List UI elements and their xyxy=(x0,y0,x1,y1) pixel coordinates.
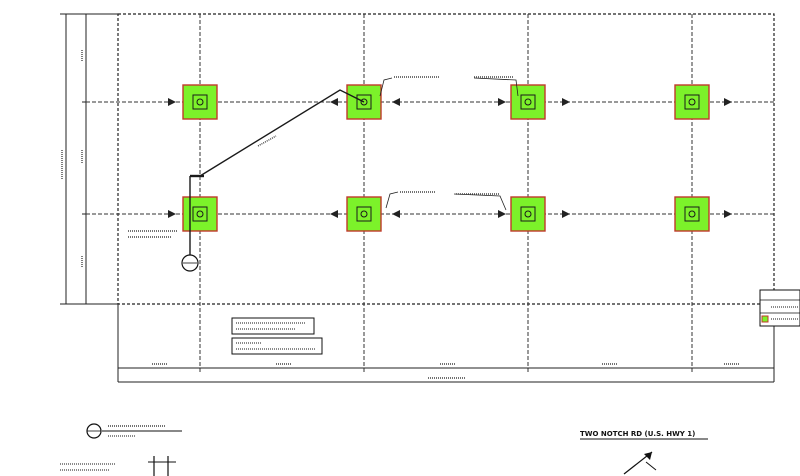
arrow-marker xyxy=(392,98,400,106)
arrow-marker xyxy=(168,210,176,218)
anchor-bolt-icon xyxy=(360,210,368,218)
callout-leaders xyxy=(379,77,519,211)
leader-line xyxy=(473,77,519,97)
arrow-marker xyxy=(498,98,506,106)
footing-square xyxy=(182,196,218,232)
diagonal-conduit-line xyxy=(199,89,365,177)
footing-pad xyxy=(346,196,382,232)
footing-pier xyxy=(356,206,372,222)
legend-footing-swatch xyxy=(761,315,769,323)
arrow-marker xyxy=(392,210,400,218)
callout-text-marks xyxy=(61,50,514,268)
footing-square xyxy=(182,84,218,120)
grid-arrows xyxy=(168,98,732,218)
note-box xyxy=(231,317,315,335)
footing-pad xyxy=(674,84,710,120)
footing-pier xyxy=(356,94,372,110)
illegible-text xyxy=(257,135,277,147)
footing-square xyxy=(346,84,382,120)
anchor-bolt-icon xyxy=(524,210,532,218)
footing-pad xyxy=(674,196,710,232)
north-arrow-head xyxy=(644,452,652,460)
north-arrow-tick xyxy=(645,461,657,471)
footing-pier xyxy=(684,206,700,222)
footing-square xyxy=(674,196,710,232)
footing-pier xyxy=(520,206,536,222)
footing-square xyxy=(674,84,710,120)
arrow-marker xyxy=(330,98,338,106)
footing-pier xyxy=(684,94,700,110)
arrow-marker xyxy=(562,210,570,218)
note-box xyxy=(231,337,323,355)
arrow-marker xyxy=(724,210,732,218)
arrow-marker xyxy=(330,210,338,218)
leader-line xyxy=(385,191,399,209)
anchor-bolt-icon xyxy=(196,98,204,106)
plan-boundary xyxy=(117,13,775,305)
anchor-bolt-icon xyxy=(524,98,532,106)
anchor-bolt-icon xyxy=(196,210,204,218)
arrow-marker xyxy=(498,210,506,218)
anchor-bolt-icon xyxy=(688,98,696,106)
footing-pier xyxy=(520,94,536,110)
footing-pad xyxy=(182,84,218,120)
footing-pier xyxy=(192,94,208,110)
footing-square xyxy=(510,196,546,232)
north-arrow-icon xyxy=(623,451,657,475)
footing-pad xyxy=(510,84,546,120)
footing-square xyxy=(510,84,546,120)
arrow-marker xyxy=(562,98,570,106)
arrow-marker xyxy=(168,98,176,106)
anchor-bolt-icon xyxy=(688,210,696,218)
leader-line xyxy=(453,193,507,211)
road-title: TWO NOTCH RD (U.S. HWY 1) xyxy=(580,430,695,438)
footing-pad xyxy=(510,196,546,232)
arrow-marker xyxy=(724,98,732,106)
leader-line xyxy=(379,77,393,97)
footing-pad xyxy=(182,196,218,232)
anchor-bolt-icon xyxy=(360,98,368,106)
footing-group xyxy=(182,84,710,232)
footing-square xyxy=(346,196,382,232)
bottom-dimension-text xyxy=(152,363,740,379)
footing-pier xyxy=(192,206,208,222)
footing-pad xyxy=(346,84,382,120)
